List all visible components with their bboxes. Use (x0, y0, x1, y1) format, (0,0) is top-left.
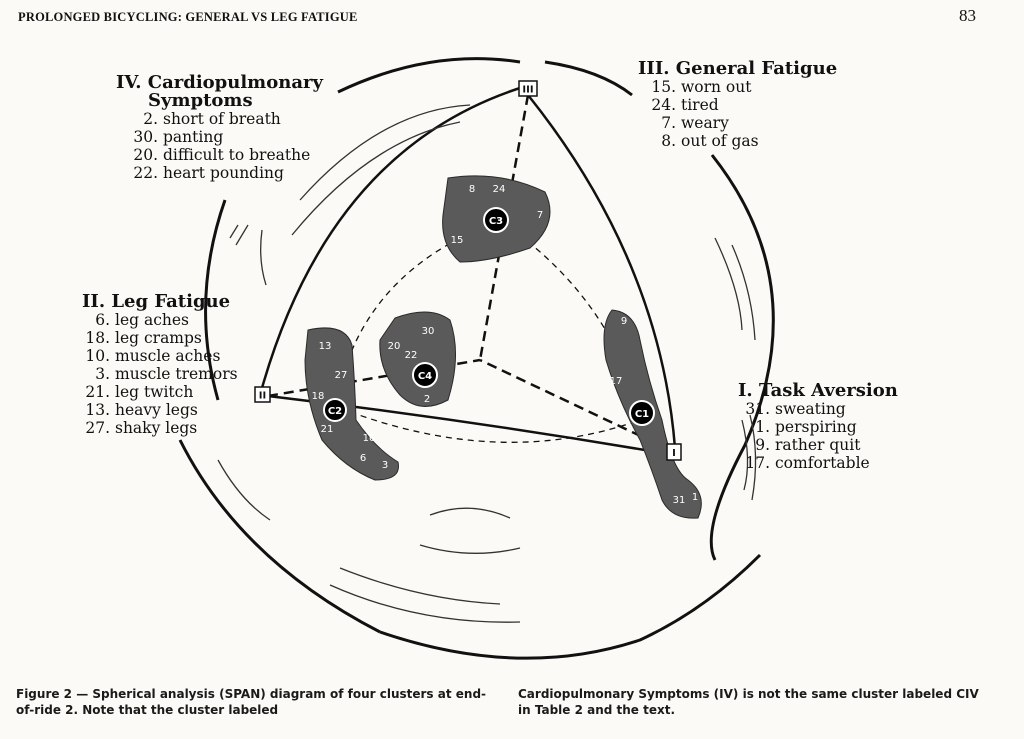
cluster-II-item: 21.leg twitch (85, 383, 194, 401)
point-2: 2 (424, 394, 430, 405)
point-13: 13 (319, 341, 332, 352)
svg-text:II: II (259, 391, 266, 402)
cluster-IV-title-line2: Symptoms (148, 90, 253, 111)
svg-text:I: I (672, 448, 676, 459)
vertex-III-marker: III (518, 80, 538, 97)
cluster-IV-item: 20.difficult to breathe (133, 146, 311, 164)
cluster-I-legend: I. Task Aversion 31.sweating 1.perspirin… (738, 380, 898, 473)
cluster-II-item: 27.shaky legs (85, 419, 198, 437)
outer-arc-top-right (544, 60, 633, 97)
vertex-II-marker: II (254, 386, 271, 403)
arc-C2-C1 (339, 407, 641, 443)
edge-II-III (260, 86, 521, 389)
outer-arc-left (204, 199, 227, 401)
running-head: PROLONGED BICYCLING: GENERAL VS LEG FATI… (18, 10, 358, 24)
centroid-C2: C2 (323, 398, 347, 422)
svg-text:III: III (522, 85, 533, 96)
cluster-IV-item: 30.panting (133, 128, 224, 146)
cluster-I-item: 9.rather quit (755, 436, 861, 454)
centroid-C4: C4 (412, 362, 438, 388)
point-1: 1 (692, 492, 698, 503)
point-labels: 8 24 7 15 30 20 22 2 13 27 18 21 10 6 3 … (312, 184, 699, 506)
cluster-IV-title: IV. Cardiopulmonary (116, 72, 323, 93)
point-8: 8 (469, 184, 475, 195)
cluster-IV-item: 22.heart pounding (133, 164, 284, 182)
cluster-III-legend: III. General Fatigue 15.worn out 24.tire… (638, 58, 838, 151)
vertex-I-marker: I (666, 443, 682, 461)
edge-III-I (527, 94, 677, 449)
centroids: C3 C4 C2 C1 (323, 207, 655, 426)
figure-caption-right: Cardiopulmonary Symptoms (IV) is not the… (518, 687, 979, 717)
point-24: 24 (493, 184, 506, 195)
svg-text:C4: C4 (418, 371, 432, 382)
point-22: 22 (405, 350, 418, 361)
cluster-I-item: 17.comfortable (745, 454, 870, 472)
cluster-IV-legend: IV. Cardiopulmonary Symptoms 2.short of … (116, 72, 323, 183)
cluster-II-title: II. Leg Fatigue (82, 291, 231, 312)
sphere-outline (178, 57, 775, 660)
svg-text:C3: C3 (489, 216, 503, 227)
cluster-III-item: 24.tired (651, 96, 719, 114)
point-21: 21 (321, 424, 334, 435)
point-15: 15 (451, 235, 464, 246)
svg-text:C1: C1 (635, 409, 649, 420)
centroid-C3: C3 (483, 207, 509, 233)
point-30: 30 (422, 326, 435, 337)
cluster-III-item: 7.weary (661, 114, 729, 132)
cluster-II-item: 10.muscle aches (85, 347, 221, 365)
cluster-III-item: 15.worn out (651, 78, 752, 96)
point-7: 7 (537, 210, 543, 221)
outer-arc-bottom (379, 553, 762, 660)
centroid-C1: C1 (629, 400, 655, 426)
cluster-I-item: 31.sweating (745, 400, 846, 418)
outer-arc-bottom-left (178, 439, 381, 634)
figure-caption-left: Figure 2 — Spherical analysis (SPAN) dia… (16, 687, 487, 717)
cluster-II-item: 18.leg cramps (85, 329, 202, 347)
point-27: 27 (335, 370, 348, 381)
cluster-III-title: III. General Fatigue (638, 58, 838, 79)
blob-C4 (379, 311, 456, 407)
cluster-I-item: 1.perspiring (755, 418, 857, 436)
cluster-IV-item: 2.short of breath (143, 110, 281, 128)
point-10: 10 (363, 433, 376, 444)
cluster-II-item: 6.leg aches (95, 311, 190, 329)
outer-arc-top (337, 57, 521, 94)
point-18: 18 (312, 391, 325, 402)
cluster-I-title: I. Task Aversion (738, 380, 898, 401)
point-17: 17 (610, 376, 623, 387)
outer-arc-right (709, 154, 775, 561)
cluster-II-item: 13.heavy legs (85, 401, 198, 419)
point-31: 31 (673, 495, 686, 506)
blob-C2 (304, 327, 400, 481)
point-6: 6 (360, 453, 366, 464)
cluster-II-item: 3.muscle tremors (95, 365, 238, 383)
point-9: 9 (621, 316, 627, 327)
cluster-II-legend: II. Leg Fatigue 6.leg aches 18.leg cramp… (82, 291, 238, 438)
point-20: 20 (388, 341, 401, 352)
cluster-III-item: 8.out of gas (661, 132, 759, 150)
svg-text:C2: C2 (328, 406, 342, 417)
page-number: 83 (959, 6, 976, 25)
sphere-shading (217, 104, 757, 623)
point-3: 3 (382, 460, 388, 471)
span-diagram: III II I 8 24 7 15 30 20 22 2 13 27 18 2… (178, 57, 775, 660)
vertex-markers: III II I (254, 80, 682, 461)
